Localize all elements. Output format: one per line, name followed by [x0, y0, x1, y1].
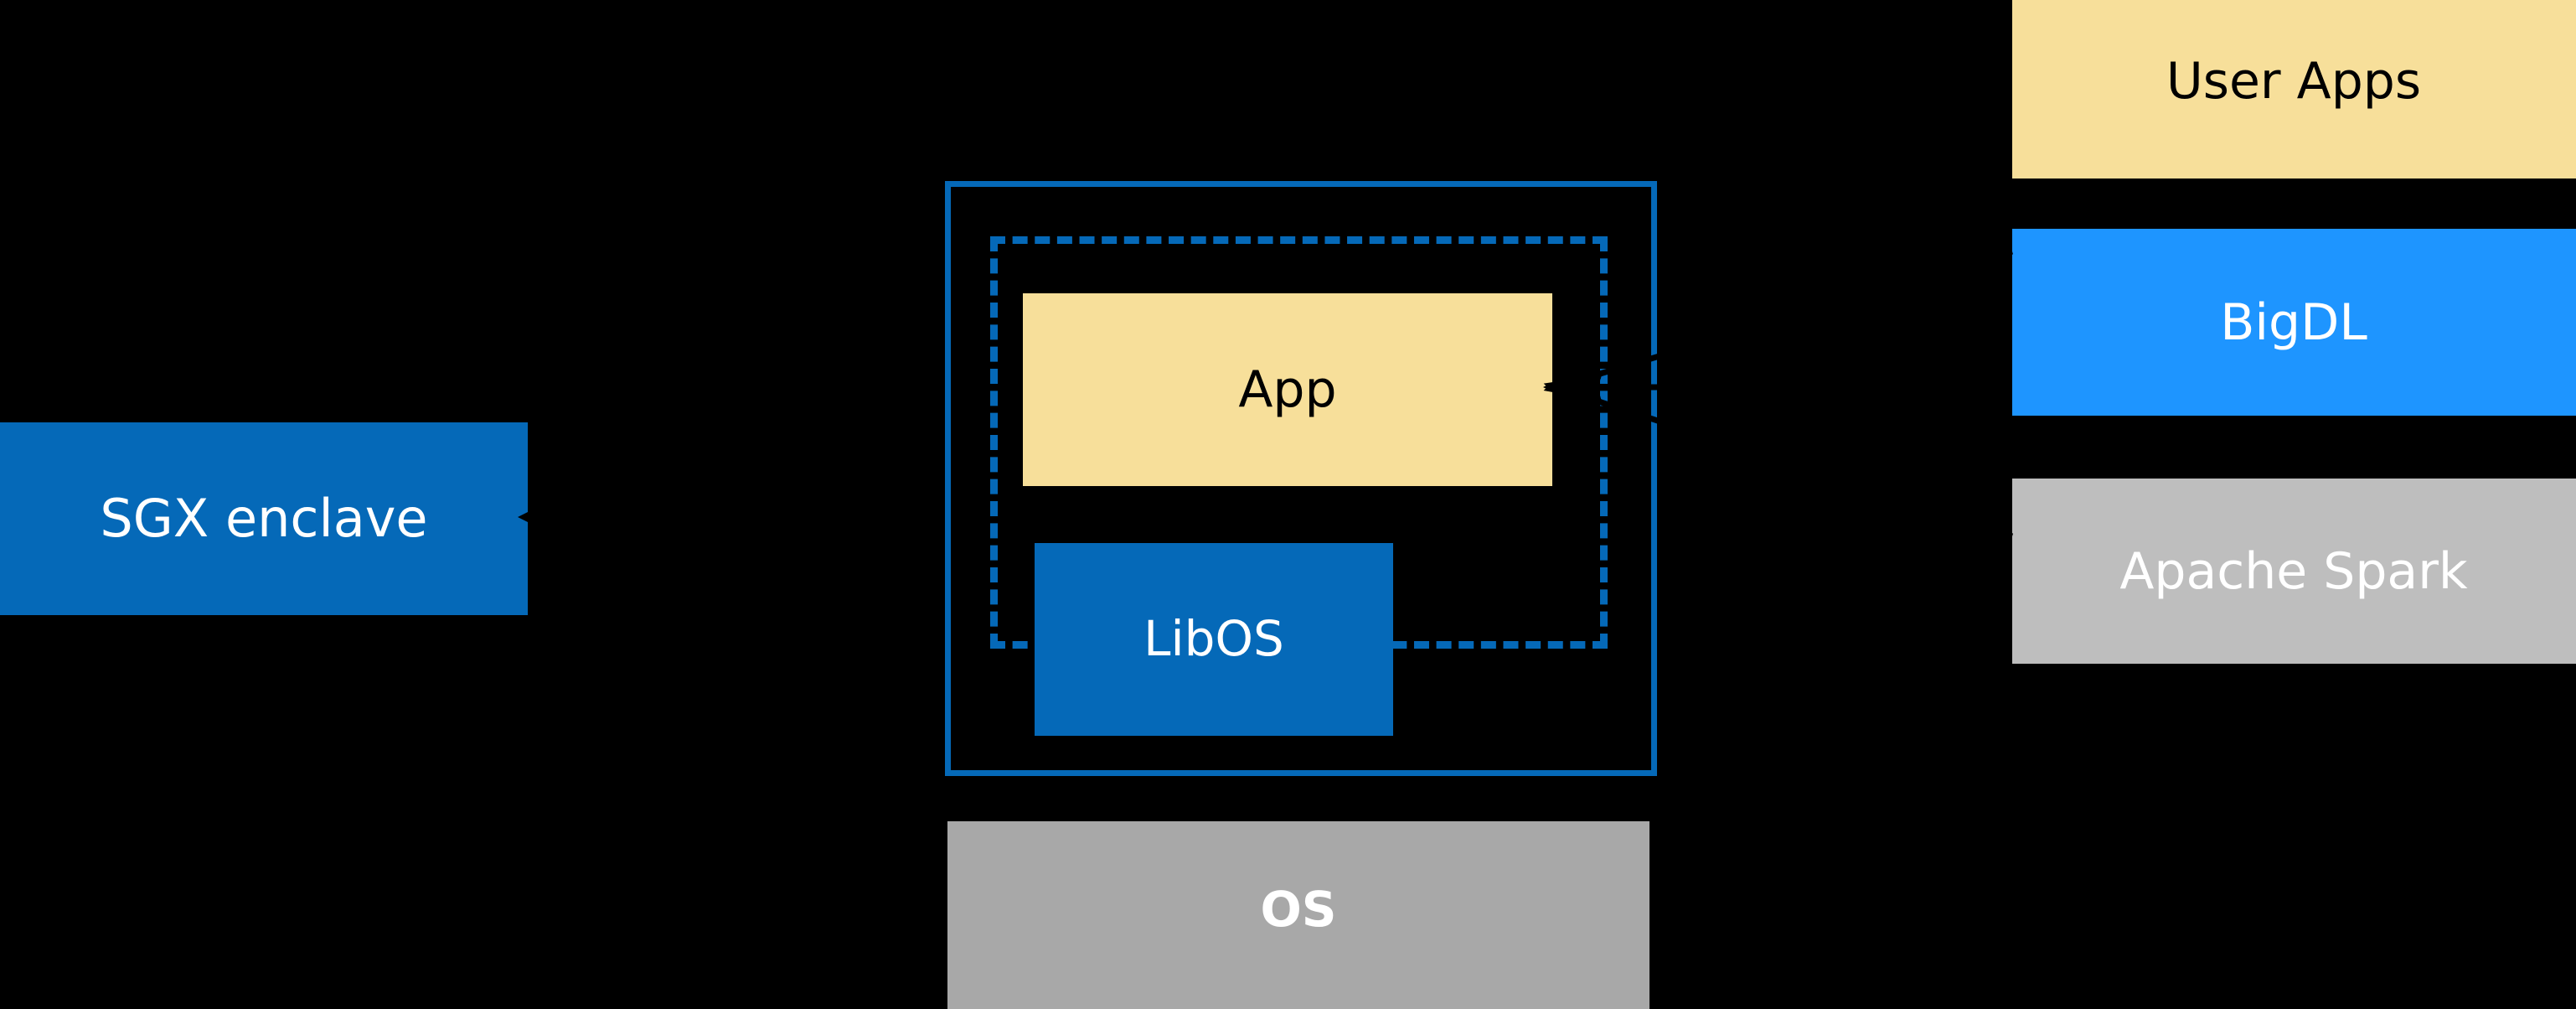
node-sgx-enclave[interactable]: SGX enclave [0, 422, 528, 615]
node-bigdl-label: BigDL [2220, 292, 2367, 352]
node-user-apps[interactable]: User Apps [2012, 0, 2576, 179]
node-libos-label: LibOS [1143, 610, 1284, 668]
node-app-label: App [1238, 360, 1337, 419]
node-user-apps-label: User Apps [2166, 51, 2422, 111]
node-apache-spark-label: Apache Spark [2119, 541, 2468, 601]
node-app[interactable]: App [1023, 293, 1552, 486]
node-os[interactable]: OS [947, 821, 1649, 1009]
node-bigdl[interactable]: BigDL [2012, 229, 2576, 416]
node-sgx-enclave-label: SGX enclave [100, 487, 428, 549]
node-os-label: OS [1260, 881, 1337, 939]
node-apache-spark[interactable]: Apache Spark [2012, 479, 2576, 664]
node-libos[interactable]: LibOS [1035, 543, 1393, 736]
